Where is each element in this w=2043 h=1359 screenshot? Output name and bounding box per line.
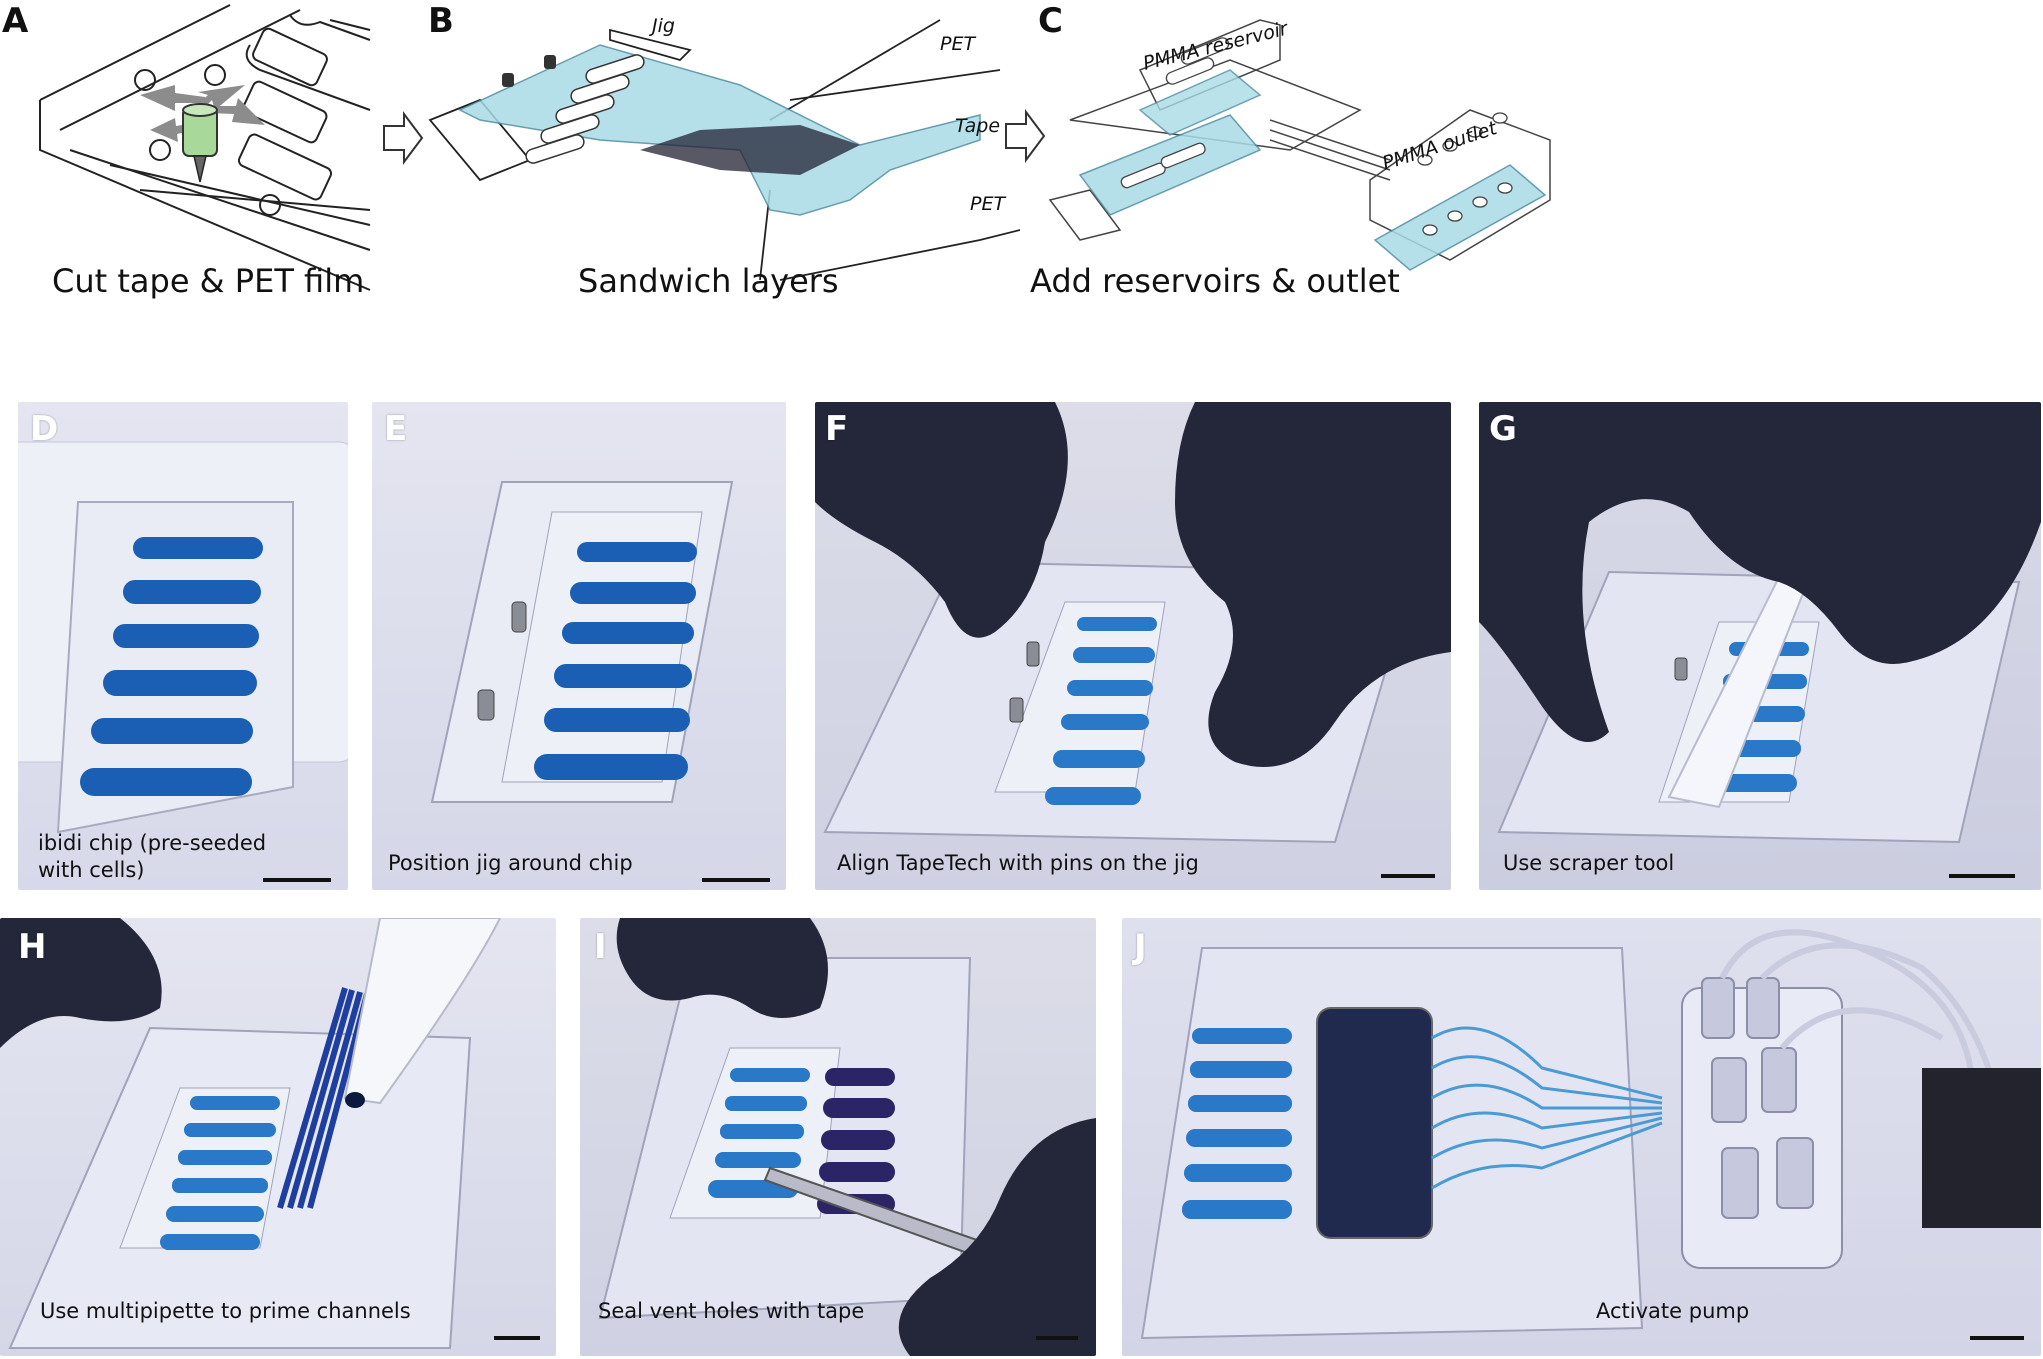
pump-photo: [1140, 929, 2041, 1340]
panel-caption: Use scraper tool: [1503, 851, 1675, 875]
cutting-schematic: [39, 4, 371, 291]
glove-hand-icon: [616, 918, 1096, 1356]
panel-caption: Seal vent holes with tape: [598, 1299, 865, 1323]
panel-a: A Cut tape & PET film: [0, 0, 380, 300]
seal-vent-photo: [598, 918, 1096, 1356]
pipette-icon: [343, 918, 502, 1108]
panel-letter: D: [30, 409, 59, 449]
panel-f: F Align TapeTech with pins on the jig: [815, 402, 1451, 890]
panel-b: Jig PET Tape PET B Sandwich layers: [420, 0, 1020, 300]
panel-letter: G: [1489, 409, 1517, 449]
panel-h: H Use multipipette to prime channels: [0, 918, 556, 1356]
panel-caption: Position jig around chip: [388, 851, 633, 875]
panel-caption: Cut tape & PET film: [52, 262, 365, 300]
panel-letter: H: [18, 927, 47, 967]
glove-hand-icon: [0, 918, 162, 1048]
scale-bar: [1949, 874, 2015, 878]
step-arrow-icon: [382, 110, 424, 166]
tapetech-align-photo: [815, 402, 1451, 844]
panel-letter: I: [594, 927, 607, 967]
label-pmma-reservoir: PMMA reservoir: [1141, 17, 1291, 74]
layer-sandwich-schematic: Jig PET Tape PET: [428, 15, 1020, 281]
glove-hand-icon: [1479, 402, 2041, 742]
cutter-blade-icon: [182, 103, 218, 183]
panel-letter: E: [384, 409, 408, 449]
panel-caption: Add reservoirs & outlet: [1030, 262, 1400, 300]
panel-letter: C: [1038, 1, 1063, 41]
outlet-connector-icon: [1681, 977, 1843, 1269]
panel-d: D ibidi chip (pre-seeded with cells): [18, 402, 348, 890]
panel-c: PMMA reservoir PMMA outlet C Add reservo…: [1030, 0, 1570, 300]
alignment-pin-icon: [1674, 657, 1688, 681]
multipipette-photo: [0, 918, 502, 1349]
panel-letter: B: [428, 1, 454, 41]
scale-bar: [1381, 874, 1435, 878]
panel-j: J Activate pump: [1122, 918, 2041, 1356]
chip-photo: [18, 441, 348, 834]
panel-caption: Align TapeTech with pins on the jig: [837, 851, 1199, 875]
panel-caption: ibidi chip (pre-seeded with cells): [38, 831, 267, 883]
label-jig: Jig: [648, 15, 675, 37]
scraper-photo: [1479, 402, 2041, 844]
glove-hand-icon: [815, 402, 1451, 767]
panel-letter: J: [1134, 927, 1147, 967]
reservoir-assembly-schematic: PMMA reservoir PMMA outlet: [1048, 17, 1551, 271]
alignment-pin-icon: [477, 601, 527, 721]
label-tape: Tape: [955, 115, 1000, 137]
scale-bar: [494, 1336, 540, 1340]
panel-g: G Use scraper tool: [1479, 402, 2041, 890]
alignment-pin-icon: [1009, 641, 1040, 723]
scale-bar: [263, 878, 331, 882]
label-pet-bottom: PET: [970, 193, 1006, 215]
panel-caption: Sandwich layers: [578, 262, 839, 300]
panel-letter: F: [825, 409, 849, 449]
scale-bar: [702, 878, 770, 882]
label-pmma-outlet: PMMA outlet: [1380, 117, 1501, 175]
panel-caption: Use multipipette to prime channels: [40, 1299, 411, 1323]
pump-icon: [1922, 1068, 2041, 1228]
step-arrow-icon: [1004, 108, 1046, 164]
panel-letter: A: [2, 1, 29, 41]
panel-caption: Activate pump: [1596, 1299, 1750, 1323]
scale-bar: [1036, 1336, 1078, 1340]
jig-photo: [430, 481, 734, 803]
panel-e: E Position jig around chip: [372, 402, 786, 890]
scale-bar: [1970, 1336, 2024, 1340]
panel-i: I Seal vent holes with tape: [580, 918, 1096, 1356]
label-pet-top: PET: [940, 33, 976, 55]
